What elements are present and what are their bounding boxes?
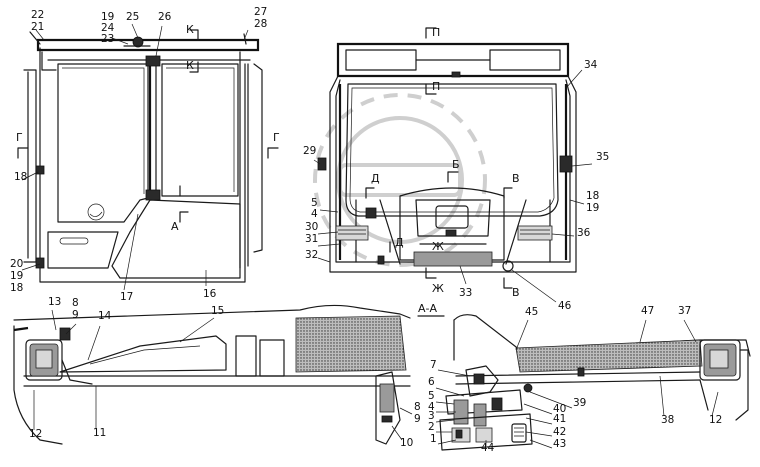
callout-42: 42 (553, 426, 566, 438)
section-mark: П (432, 80, 440, 93)
cab-rear-view (317, 42, 577, 273)
section-markers: К К Г Г А П П Б Д В Д Ж Ж В (16, 23, 520, 299)
leaders-aa-left (33, 309, 413, 441)
callout-10: 10 (400, 437, 413, 449)
callout-12: 12 (29, 428, 42, 440)
callout-12: 12 (709, 414, 722, 426)
section-mark: Д (395, 236, 404, 249)
section-mark: Ж (432, 282, 444, 295)
callout-14: 14 (98, 310, 112, 322)
callout-9: 9 (414, 413, 421, 425)
callout-34: 34 (584, 59, 598, 71)
section-mark: В (512, 286, 520, 299)
section-lines-rear (365, 27, 513, 289)
leaders-aa-right (435, 319, 719, 449)
callout-5: 5 (428, 390, 435, 402)
section-aa-left (13, 304, 411, 445)
callout-47: 47 (641, 305, 654, 317)
section-mark: Ж (432, 240, 444, 253)
callout-30: 30 (305, 221, 318, 233)
callout-33: 33 (459, 287, 472, 299)
section-lines-side (17, 29, 279, 223)
callout-40: 40 (553, 403, 566, 415)
callout-6: 6 (428, 376, 435, 388)
callout-21: 21 (31, 21, 44, 33)
section-mark: К (186, 23, 194, 36)
callout-29: 29 (303, 145, 316, 157)
section-mark: Д (371, 172, 380, 185)
callout-3: 3 (428, 410, 435, 422)
callout-17: 17 (120, 291, 133, 303)
callout-20: 20 (10, 258, 23, 270)
callout-27: 27 (254, 6, 267, 18)
callout-2: 2 (428, 421, 435, 433)
callout-15: 15 (211, 305, 224, 317)
callout-39: 39 (573, 397, 586, 409)
callout-26: 26 (158, 11, 172, 23)
callout-8: 8 (72, 297, 79, 309)
section-mark: Г (16, 131, 23, 144)
callout-1: 1 (430, 433, 437, 445)
section-mark: Б (452, 158, 460, 171)
callout-11: 11 (93, 427, 106, 439)
callout-16: 16 (203, 288, 217, 300)
callout-28: 28 (254, 18, 267, 30)
callout-41: 41 (553, 413, 566, 425)
callout-35: 35 (596, 151, 609, 163)
callout-5: 5 (311, 197, 318, 209)
callout-4: 4 (428, 401, 435, 413)
callout-18: 18 (10, 282, 23, 294)
callout-32: 32 (305, 249, 318, 261)
callout-19: 19 (586, 202, 599, 214)
leaders-rear (313, 69, 593, 303)
callout-19: 19 (101, 11, 114, 23)
callout-13: 13 (48, 296, 61, 308)
callout-9: 9 (72, 309, 79, 321)
section-aa-right (439, 314, 751, 451)
callout-43: 43 (553, 438, 566, 450)
callout-45: 45 (525, 306, 538, 318)
callout-19: 19 (10, 270, 23, 282)
callout-37: 37 (678, 305, 691, 317)
callout-18: 18 (14, 171, 27, 183)
cab-side-view (23, 31, 263, 283)
section-mark: П (432, 26, 440, 39)
section-mark: Г (273, 131, 280, 144)
callout-38: 38 (661, 414, 674, 426)
callout-24: 24 (101, 22, 115, 34)
callout-18: 18 (586, 190, 599, 202)
callout-23: 23 (101, 33, 114, 45)
callout-8: 8 (414, 401, 421, 413)
section-title: А-А (418, 302, 437, 315)
callout-22: 22 (31, 9, 44, 21)
leaders-side (21, 23, 249, 291)
callout-44: 44 (481, 442, 495, 454)
callout-4: 4 (311, 208, 318, 220)
section-mark: К (186, 59, 194, 72)
callout-31: 31 (305, 233, 318, 245)
callout-25: 25 (126, 11, 139, 23)
callout-7: 7 (430, 359, 437, 371)
callout-36: 36 (577, 227, 591, 239)
callout-46: 46 (558, 300, 572, 312)
section-mark: В (512, 172, 520, 185)
section-mark: А (171, 220, 179, 233)
